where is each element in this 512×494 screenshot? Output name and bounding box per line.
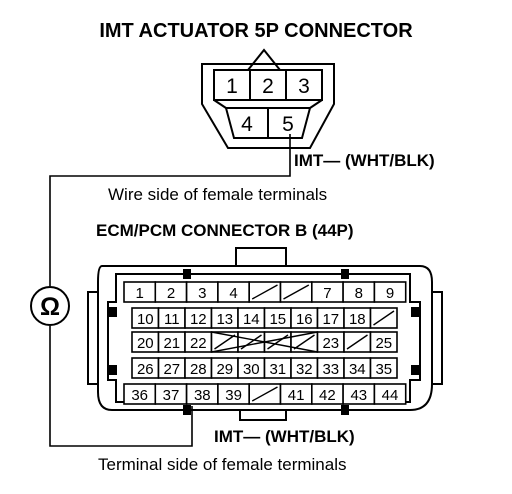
ecm-pin-7: 7	[323, 285, 331, 302]
probe-wire-top	[49, 134, 291, 286]
actuator-top-tab	[247, 48, 281, 71]
actuator-row2-frame	[224, 107, 312, 139]
ecm-bottom-lock-right	[341, 405, 349, 415]
ecm-pin-41: 41	[288, 387, 305, 404]
meter-wiring	[49, 134, 291, 447]
ecm-pin-33: 33	[322, 361, 339, 378]
ecm-side-lock-r1	[411, 307, 419, 317]
ecm-pin-38: 38	[194, 387, 211, 404]
ecm-title: ECM/PCM CONNECTOR B (44P)	[96, 221, 354, 240]
ecm-pin-32: 32	[296, 361, 313, 378]
ecm-pin-43: 43	[350, 387, 367, 404]
ecm-empty-slash	[373, 310, 395, 326]
ecm-left-bracket	[87, 291, 98, 385]
ecm-top-lock-right	[341, 269, 349, 279]
ecm-pin-2: 2	[167, 285, 175, 302]
ohmmeter-circle	[30, 286, 70, 326]
ecm-pin-34: 34	[349, 361, 366, 378]
ecm-outer-body	[97, 265, 433, 411]
ecm-side-lock-r2	[411, 365, 419, 375]
ecm-pin-15: 15	[269, 311, 286, 328]
terminal-side-caption: Terminal side of female terminals	[98, 455, 347, 474]
actuator-pin-4: 4	[241, 113, 253, 136]
ecm-cell	[369, 357, 398, 379]
ecm-pin-31: 31	[269, 361, 286, 378]
ecm-inner-frame	[107, 273, 421, 403]
ecm-top-tab	[235, 247, 287, 267]
ecm-pin-18: 18	[349, 311, 366, 328]
ecm-pin-42: 42	[319, 387, 336, 404]
actuator-pin-1: 1	[226, 75, 238, 98]
ecm-pin-8: 8	[355, 285, 363, 302]
actuator-pin-3: 3	[298, 75, 310, 98]
ecm-empty-slash	[283, 284, 310, 300]
ecm-top-lock-left	[183, 269, 191, 279]
ecm-pin-17: 17	[322, 311, 339, 328]
ecm-bottom-key	[239, 410, 287, 421]
ecm-side-lock-l1	[109, 307, 117, 317]
actuator-connector	[201, 48, 335, 149]
ecm-pin-30: 30	[243, 361, 260, 378]
ecm-pin-11: 11	[164, 311, 180, 328]
ecm-cell	[373, 281, 407, 303]
actuator-title: IMT ACTUATOR 5P CONNECTOR	[99, 20, 413, 42]
ecm-pin-26: 26	[137, 361, 154, 378]
actuator-side-right	[309, 99, 323, 109]
ecm-wire-label: IMT— (WHT/BLK)	[214, 427, 355, 446]
ecm-pin-21: 21	[163, 335, 180, 352]
actuator-wire-label: IMT— (WHT/BLK)	[294, 151, 435, 170]
ecm-cell	[373, 383, 407, 405]
ecm-pin-39: 39	[225, 387, 242, 404]
ecm-pin-4: 4	[229, 285, 237, 302]
wire-side-caption: Wire side of female terminals	[108, 185, 328, 204]
ecm-empty-slash	[214, 334, 236, 350]
ecm-pin-25: 25	[375, 335, 392, 352]
ecm-empty-slash	[251, 386, 278, 402]
ecm-empty-slash	[240, 334, 262, 350]
ecm-pin-10: 10	[137, 311, 154, 328]
ecm-pin-20: 20	[137, 335, 154, 352]
ecm-connector-shell	[87, 247, 443, 421]
ecm-pin-37: 37	[163, 387, 180, 404]
ecm-empty-slash	[251, 284, 278, 300]
ecm-pin-35: 35	[375, 361, 392, 378]
ecm-pin-3: 3	[198, 285, 206, 302]
ohmmeter: Ω	[30, 286, 70, 326]
ecm-pin-9: 9	[386, 285, 394, 302]
ecm-right-bracket	[432, 291, 443, 385]
actuator-outer-shell	[201, 63, 335, 149]
actuator-side-left	[213, 99, 227, 109]
ecm-side-lock-l2	[109, 365, 117, 375]
ecm-pin-14: 14	[243, 311, 260, 328]
ecm-pin-12: 12	[190, 311, 207, 328]
ecm-cell	[369, 331, 398, 353]
ecm-pin-36: 36	[131, 387, 148, 404]
actuator-pin-5: 5	[282, 113, 294, 136]
ecm-empty-slash	[346, 334, 368, 350]
ecm-pin-1: 1	[136, 285, 144, 302]
actuator-row1-frame	[213, 69, 323, 101]
ecm-pin-23: 23	[322, 335, 339, 352]
ecm-pin-16: 16	[296, 311, 313, 328]
actuator-pin-2: 2	[262, 75, 274, 98]
ecm-pin-22: 22	[190, 335, 207, 352]
ecm-pin-27: 27	[163, 361, 180, 378]
ecm-pin-44: 44	[382, 387, 399, 404]
ecm-pin-28: 28	[190, 361, 207, 378]
probe-wire-bottom	[49, 326, 193, 447]
ecm-empty-slash	[267, 334, 289, 350]
ecm-pin-13: 13	[216, 311, 233, 328]
ecm-empty-slash	[293, 334, 315, 350]
ohm-symbol: Ω	[40, 293, 60, 321]
ecm-pin-29: 29	[216, 361, 233, 378]
ecm-bottom-lock-left	[183, 405, 191, 415]
ecm-empty-cross-b	[211, 331, 318, 353]
